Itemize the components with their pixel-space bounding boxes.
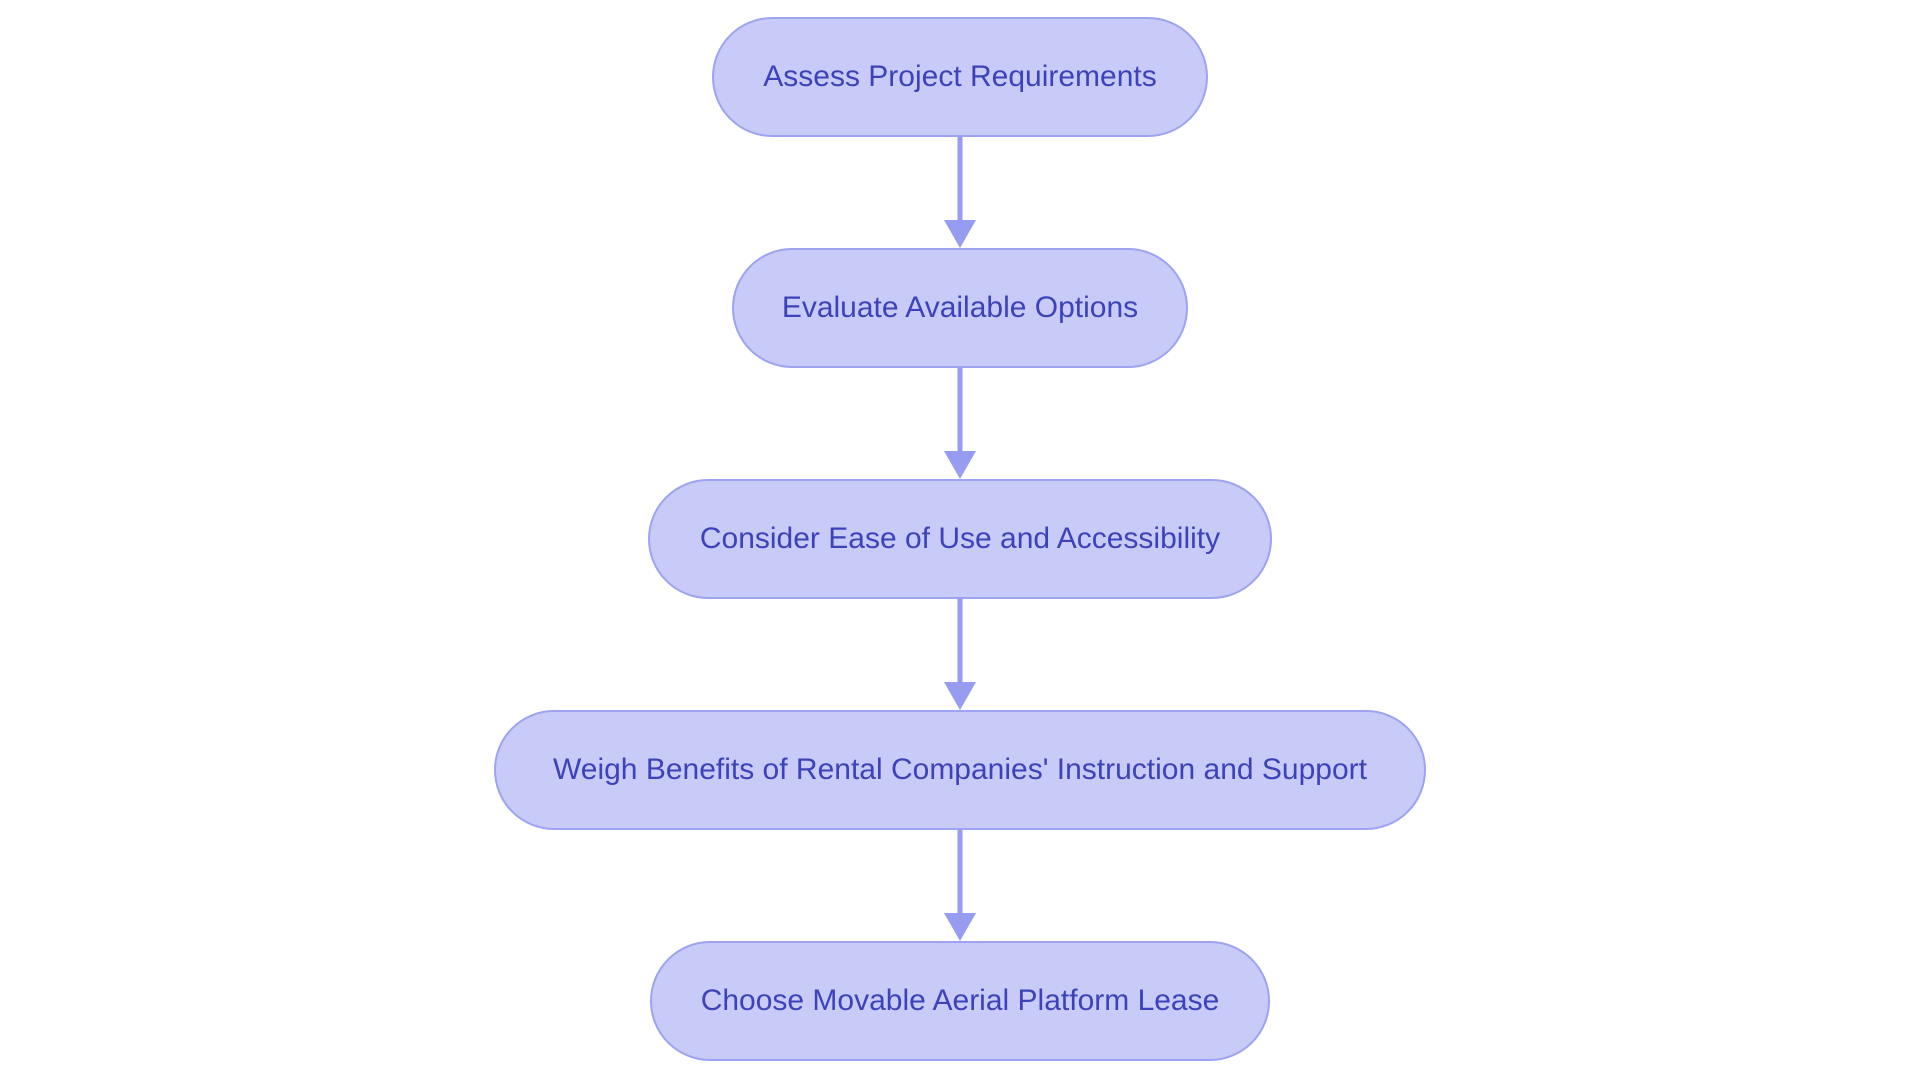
flow-node-assess-project-requirements: Assess Project Requirements — [712, 17, 1208, 137]
flow-node-label: Consider Ease of Use and Accessibility — [699, 522, 1221, 555]
arrow-head-icon — [944, 913, 976, 941]
arrow-head-icon — [944, 220, 976, 248]
arrow-shaft — [957, 368, 963, 452]
flow-node-label: Weigh Benefits of Rental Companies' Inst… — [553, 753, 1367, 786]
arrow-shaft — [957, 830, 963, 914]
flow-node-label: Choose Movable Aerial Platform Lease — [700, 984, 1220, 1017]
flow-arrow-down — [942, 368, 978, 479]
flow-node-choose-platform-lease: Choose Movable Aerial Platform Lease — [650, 941, 1270, 1061]
arrow-head-icon — [944, 451, 976, 479]
flow-node-consider-ease-of-use: Consider Ease of Use and Accessibility — [648, 479, 1272, 599]
flow-node-evaluate-available-options: Evaluate Available Options — [732, 248, 1188, 368]
arrow-head-icon — [944, 682, 976, 710]
arrow-shaft — [957, 137, 963, 221]
flow-node-weigh-rental-benefits: Weigh Benefits of Rental Companies' Inst… — [494, 710, 1426, 830]
flow-arrow-down — [942, 830, 978, 941]
arrow-shaft — [957, 599, 963, 683]
flow-arrow-down — [942, 599, 978, 710]
flow-arrow-down — [942, 137, 978, 248]
flow-node-label: Assess Project Requirements — [763, 60, 1157, 93]
flow-node-label: Evaluate Available Options — [781, 291, 1139, 324]
